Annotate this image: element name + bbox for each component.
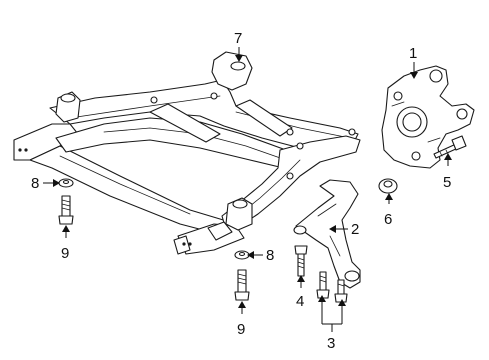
bolt-4	[294, 245, 308, 277]
callout-label: 6	[384, 211, 392, 228]
callout-label: 1	[409, 45, 417, 62]
callout-label: 7	[234, 30, 242, 47]
callout-6: 6	[384, 193, 393, 228]
callout-label: 2	[351, 221, 359, 238]
callout-7: 7	[234, 30, 243, 62]
callout-label: 8	[31, 175, 39, 192]
callout-3: 3	[318, 295, 346, 352]
subframe	[13, 51, 361, 255]
callout-8-left: 8	[31, 175, 60, 192]
steering-knuckle	[381, 65, 475, 169]
knuckle-bolt	[433, 135, 467, 159]
callout-label: 8	[266, 247, 274, 264]
bolt-bottom	[234, 269, 250, 301]
callout-8-bottom: 8	[247, 247, 274, 264]
callout-1: 1	[409, 45, 418, 79]
callout-9-bottom: 9	[237, 301, 246, 338]
callout-5: 5	[443, 153, 452, 191]
bushing	[378, 178, 398, 194]
callout-label: 3	[327, 335, 335, 352]
callout-label: 4	[296, 293, 304, 310]
bolt-left	[58, 195, 74, 225]
callout-9-left: 9	[61, 225, 70, 262]
bolts-3	[316, 271, 348, 303]
callout-2: 2	[329, 221, 359, 238]
callout-4: 4	[296, 275, 305, 310]
callout-label: 9	[237, 321, 245, 338]
callout-label: 5	[443, 174, 451, 191]
callout-label: 9	[61, 245, 69, 262]
control-arm	[293, 179, 361, 289]
